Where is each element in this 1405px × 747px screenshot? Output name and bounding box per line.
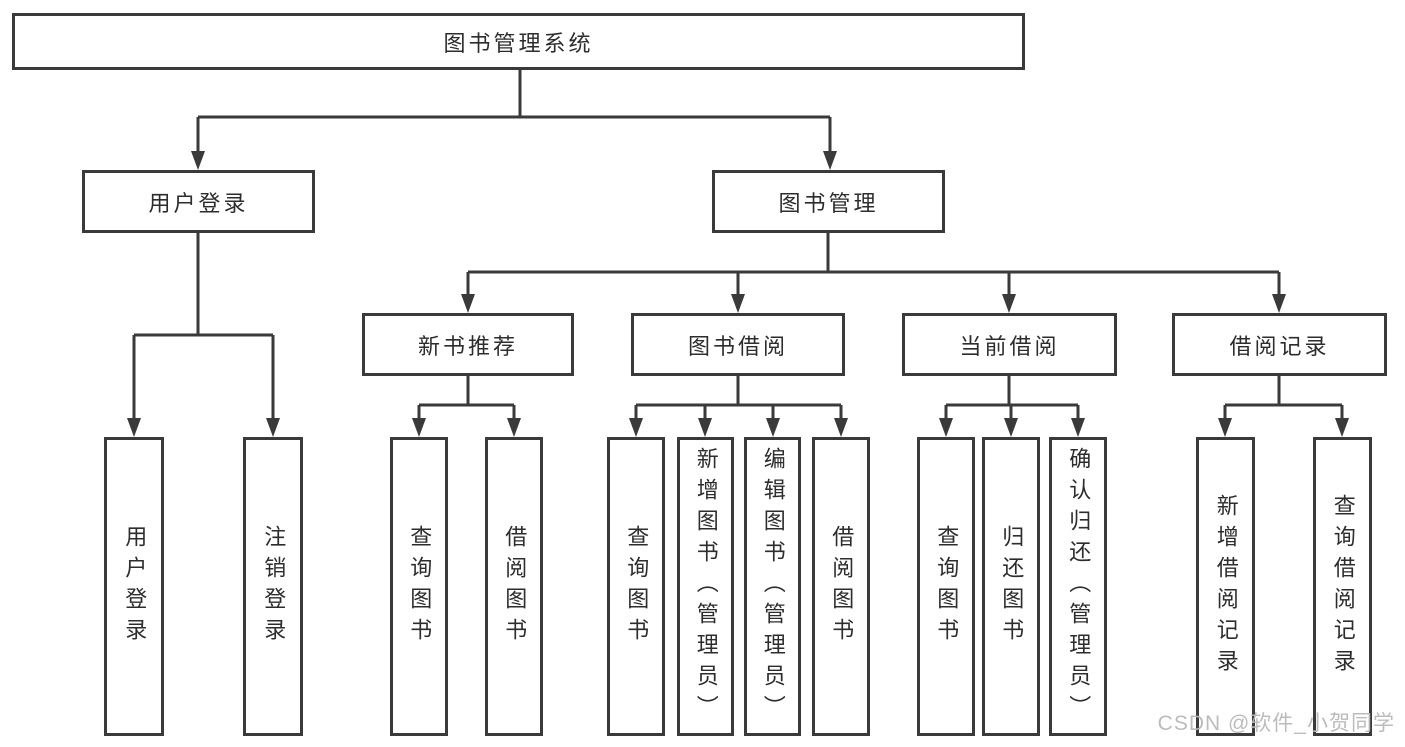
leaf-return-books: 归还图书	[982, 437, 1040, 736]
node-label: 用户登录	[122, 524, 148, 649]
leaf-add-borrow-record: 新增借阅记录	[1196, 437, 1255, 736]
leaf-logout: 注销登录	[243, 437, 303, 736]
leaf-confirm-return-admin: 确认归还（管理员）	[1049, 437, 1107, 736]
node-label: 查询借阅记录	[1330, 493, 1356, 680]
node-user-login: 用户登录	[82, 170, 315, 233]
leaf-borrow-books: 借阅图书	[812, 437, 870, 736]
node-label: 图书管理系统	[443, 30, 594, 56]
node-label: 借阅图书	[502, 524, 528, 649]
leaf-edit-books-admin: 编辑图书（管理员）	[744, 437, 801, 736]
node-label: 用户登录	[148, 190, 249, 216]
node-label: 新书推荐	[417, 333, 518, 359]
node-new-book-recommend: 新书推荐	[362, 313, 574, 376]
node-label: 图书借阅	[687, 333, 788, 359]
node-label: 归还图书	[999, 524, 1025, 649]
node-label: 借阅记录	[1229, 333, 1330, 359]
node-label: 借阅图书	[829, 524, 855, 649]
node-book-borrowing: 图书借阅	[631, 313, 845, 376]
csdn-watermark: CSDN @软件_小贺同学	[1157, 712, 1395, 735]
node-current-borrowing: 当前借阅	[902, 313, 1117, 376]
leaf-borrow-books: 借阅图书	[485, 437, 543, 736]
node-label: 注销登录	[261, 524, 287, 649]
node-label: 当前借阅	[959, 333, 1060, 359]
node-label: 查询图书	[407, 524, 433, 649]
leaf-query-books: 查询图书	[390, 437, 448, 736]
node-label: 查询图书	[934, 524, 960, 649]
node-label: 查询图书	[624, 524, 650, 649]
node-book-management: 图书管理	[712, 170, 945, 233]
leaf-user-login: 用户登录	[104, 437, 164, 736]
node-borrowing-records: 借阅记录	[1172, 313, 1387, 376]
node-label: 新增借阅记录	[1213, 493, 1239, 680]
node-label: 图书管理	[778, 190, 879, 216]
leaf-query-borrow-record: 查询借阅记录	[1313, 437, 1372, 736]
node-label: 确认归还（管理员）	[1066, 447, 1092, 726]
node-label: 编辑图书（管理员）	[760, 447, 786, 726]
node-library-management-system: 图书管理系统	[12, 13, 1025, 70]
leaf-query-books: 查询图书	[607, 437, 665, 736]
leaf-query-books: 查询图书	[917, 437, 975, 736]
node-label: 新增图书（管理员）	[693, 447, 719, 726]
leaf-add-books-admin: 新增图书（管理员）	[677, 437, 734, 736]
